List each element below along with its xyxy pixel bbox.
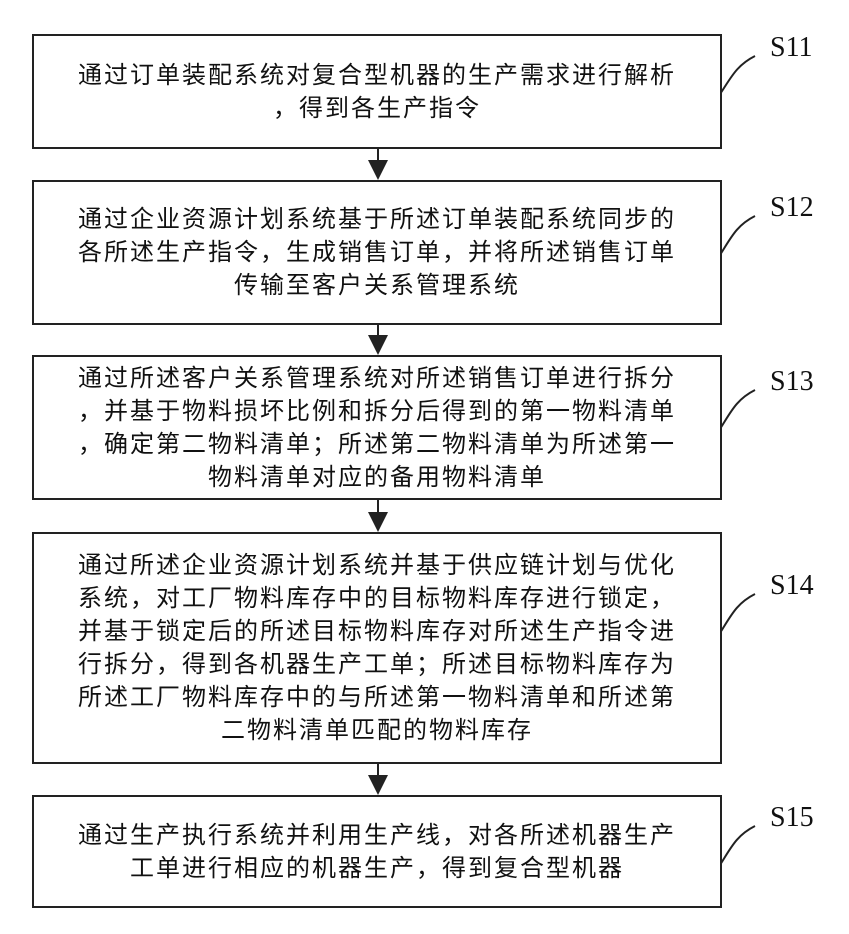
leader-s13 bbox=[718, 390, 755, 432]
step-text-s12: 通过企业资源计划系统基于所述订单装配系统同步的 各所述生产指令，生成销售订单，并… bbox=[78, 203, 676, 302]
leader-s12 bbox=[718, 216, 755, 258]
step-box-s15: 通过生产执行系统并利用生产线，对各所述机器生产 工单进行相应的机器生产，得到复合… bbox=[32, 795, 722, 908]
step-box-s12: 通过企业资源计划系统基于所述订单装配系统同步的 各所述生产指令，生成销售订单，并… bbox=[32, 180, 722, 325]
step-label-s14: S14 bbox=[770, 570, 814, 602]
step-text-s14: 通过所述企业资源计划系统并基于供应链计划与优化 系统，对工厂物料库存中的目标物料… bbox=[78, 549, 676, 747]
step-text-s11: 通过订单装配系统对复合型机器的生产需求进行解析 ，得到各生产指令 bbox=[78, 59, 676, 125]
step-label-s13: S13 bbox=[770, 366, 814, 398]
step-box-s11: 通过订单装配系统对复合型机器的生产需求进行解析 ，得到各生产指令 bbox=[32, 34, 722, 149]
step-box-s14: 通过所述企业资源计划系统并基于供应链计划与优化 系统，对工厂物料库存中的目标物料… bbox=[32, 532, 722, 764]
leader-s15 bbox=[718, 826, 755, 868]
step-text-s15: 通过生产执行系统并利用生产线，对各所述机器生产 工单进行相应的机器生产，得到复合… bbox=[78, 819, 676, 885]
step-box-s13: 通过所述客户关系管理系统对所述销售订单进行拆分 ，并基于物料损坏比例和拆分后得到… bbox=[32, 355, 722, 500]
leader-s11 bbox=[718, 56, 755, 97]
step-label-s12: S12 bbox=[770, 192, 814, 224]
step-text-s13: 通过所述客户关系管理系统对所述销售订单进行拆分 ，并基于物料损坏比例和拆分后得到… bbox=[78, 362, 676, 494]
step-label-s15: S15 bbox=[770, 802, 814, 834]
leader-s14 bbox=[718, 594, 755, 636]
step-label-s11: S11 bbox=[770, 32, 813, 64]
